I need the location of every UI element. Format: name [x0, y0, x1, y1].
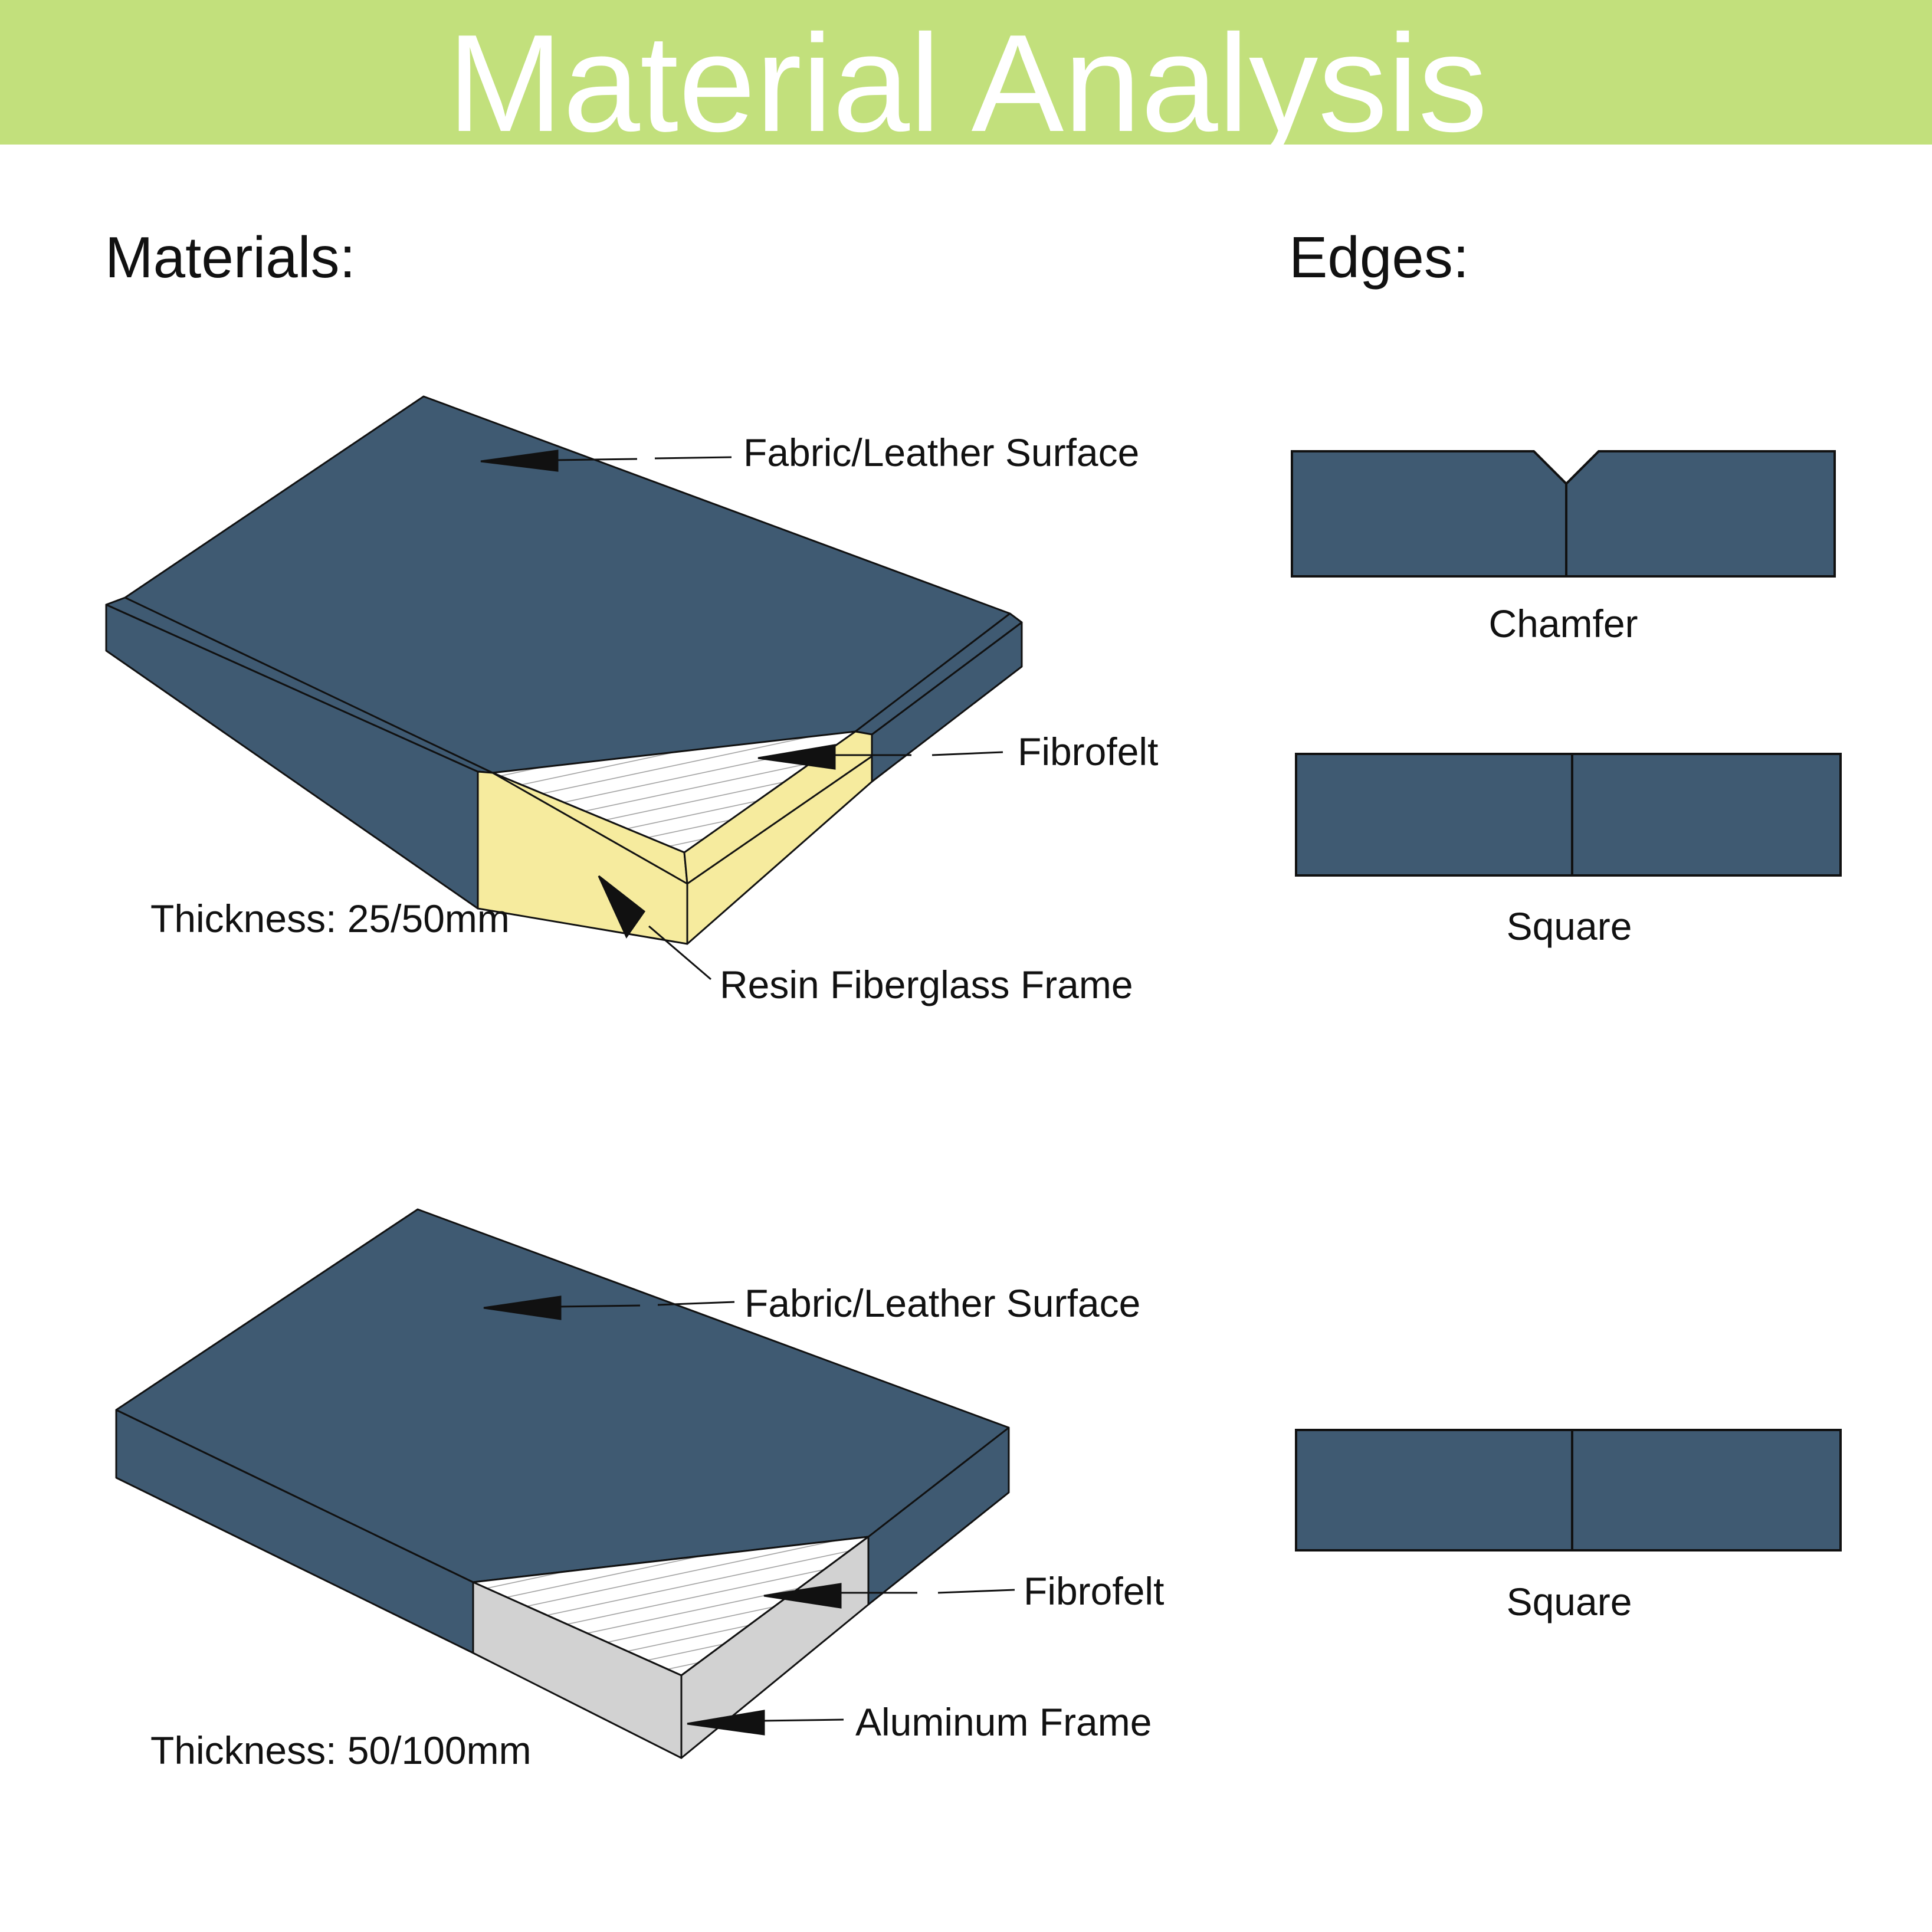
panel-top-illustration: [105, 395, 1023, 945]
edge-square-label-1: Square: [1507, 904, 1632, 948]
fibrofelt-leader-top: [931, 751, 1003, 756]
surface-leader-bottom: [657, 1301, 735, 1306]
frame-label-bottom: Aluminum Frame: [855, 1700, 1152, 1744]
frame-arrow-top: [598, 875, 646, 939]
edge-square-label-2: Square: [1507, 1580, 1632, 1623]
page-title: Material Analysis: [447, 5, 1487, 160]
frame-leader-bottom: [760, 1718, 844, 1722]
surface-label-top: Fabric/Leather Surface: [743, 431, 1139, 474]
fibrofelt-leader-bottom: [937, 1589, 1015, 1594]
surface-arrow-top: [480, 450, 559, 472]
fibrofelt-label-bottom: Fibrofelt: [1024, 1569, 1164, 1613]
frame-label-top: Resin Fiberglass Frame: [720, 963, 1133, 1006]
edge-chamfer-label: Chamfer: [1488, 602, 1638, 645]
edge-square-illustration-1: [1295, 753, 1842, 877]
panel-bottom-leaders: [483, 1295, 1015, 1736]
edge-square-illustration-2: [1295, 1429, 1842, 1551]
materials-heading: Materials:: [105, 225, 356, 290]
edges-heading: Edges:: [1289, 225, 1469, 290]
panel-top-leaders: [480, 450, 1003, 980]
surface-arrow-bottom: [483, 1295, 562, 1320]
title-banner: [0, 0, 1932, 145]
fibrofelt-label-top: Fibrofelt: [1018, 730, 1158, 773]
fibrofelt-arrow-bottom: [763, 1583, 842, 1609]
frame-leader-top: [648, 925, 711, 980]
frame-arrow-bottom: [687, 1710, 765, 1736]
thickness-label-top: Thickness: 25/50mm: [150, 897, 510, 940]
surface-leader-top: [654, 456, 732, 460]
surface-label-bottom: Fabric/Leather Surface: [744, 1281, 1140, 1325]
thickness-label-bottom: Thickness: 50/100mm: [150, 1728, 532, 1772]
fibrofelt-arrow-top: [757, 744, 836, 770]
edge-chamfer-illustration: [1291, 450, 1836, 578]
